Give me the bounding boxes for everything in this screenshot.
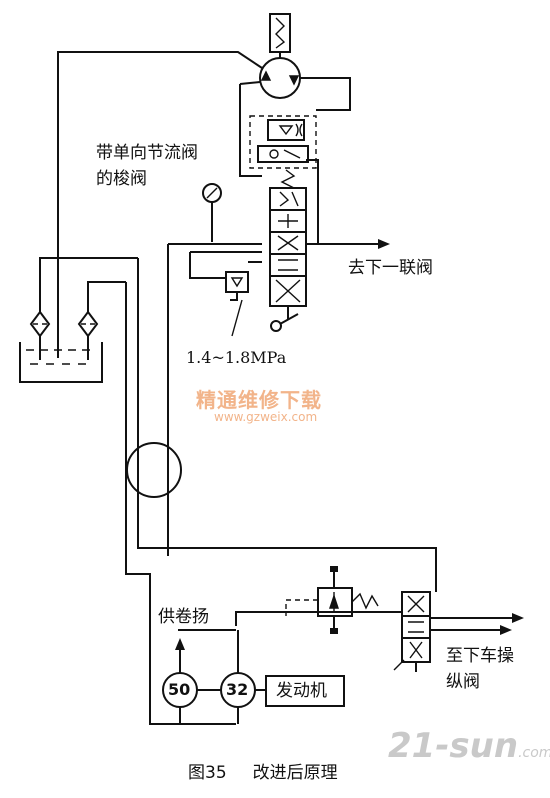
- check-throttle-shuttle-valve: [249, 115, 317, 169]
- filter-1: [29, 310, 51, 360]
- directional-control-valve: [269, 169, 307, 332]
- rotary-joint: [126, 442, 182, 498]
- label-pump-50: 50: [168, 680, 191, 699]
- pressure-gauge: [202, 183, 222, 242]
- engine-box: [265, 675, 345, 707]
- watermark-site-cn: 精通维修下载: [196, 388, 322, 412]
- filter-2: [77, 310, 99, 360]
- label-to-next-valve: 去下一联阀: [348, 258, 433, 278]
- lower-directional-valve: [393, 591, 431, 672]
- label-pressure-setting: 1.4~1.8MPa: [186, 348, 287, 367]
- label-engine: 发动机: [276, 681, 327, 701]
- figure-number: 图35: [188, 763, 227, 783]
- watermark-brand: 21-sun.com: [388, 726, 550, 766]
- oil-reservoir: [19, 342, 103, 383]
- rotary-motor: [259, 13, 301, 99]
- relief-valve: [225, 271, 249, 337]
- watermark-brand-suffix: .com: [518, 745, 550, 761]
- watermark-url: www.gzweix.com: [214, 410, 318, 424]
- figure-caption: 图35 改进后原理: [188, 758, 338, 783]
- label-check-throttle-shuttle-1: 带单向节流阀: [96, 143, 198, 163]
- label-pump-32: 32: [226, 680, 249, 699]
- label-to-lower-control-1: 至下车操: [446, 646, 514, 666]
- label-check-throttle-shuttle-2: 的梭阀: [96, 169, 147, 189]
- label-to-lower-control-2: 纵阀: [446, 672, 480, 692]
- figure-title: 改进后原理: [252, 763, 338, 783]
- watermark-brand-name: 21-sun: [388, 726, 519, 766]
- label-for-winch: 供卷扬: [158, 607, 209, 627]
- lower-relief-valve: [285, 566, 379, 634]
